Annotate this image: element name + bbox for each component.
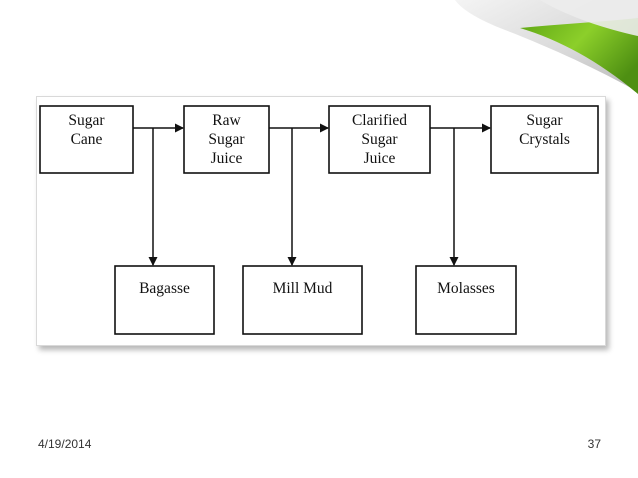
page-curl-decoration <box>455 0 638 94</box>
node-box <box>328 105 431 174</box>
node-box <box>415 265 517 335</box>
node-label-line: Sugar <box>208 131 245 148</box>
curl-highlight <box>540 0 638 36</box>
node-label-line: Cane <box>71 131 103 148</box>
green-ribbon <box>520 18 638 94</box>
node-label-line: Molasses <box>437 280 495 297</box>
node-label-line: Bagasse <box>139 280 190 297</box>
node-label-line: Clarified <box>352 112 407 129</box>
flow-nodes: SugarCaneRawSugarJuiceClarifiedSugarJuic… <box>39 105 599 335</box>
node-box <box>114 265 215 335</box>
footer-date: 4/19/2014 <box>38 437 92 451</box>
node-bagasse: Bagasse <box>114 265 215 335</box>
node-label-line: Mill Mud <box>273 280 333 297</box>
node-box <box>242 265 363 335</box>
node-molasses: Molasses <box>415 265 517 335</box>
node-box <box>39 105 134 174</box>
node-label-line: Juice <box>211 150 243 167</box>
sugar-process-flow-diagram: SugarCaneRawSugarJuiceClarifiedSugarJuic… <box>39 105 599 335</box>
node-mill-mud: Mill Mud <box>242 265 363 335</box>
node-label-line: Sugar <box>526 112 563 129</box>
node-label-line: Sugar <box>68 112 105 129</box>
node-box <box>490 105 599 174</box>
node-label-line: Crystals <box>519 131 570 148</box>
flow-edges <box>133 123 491 266</box>
node-label-line: Sugar <box>361 131 398 148</box>
footer-page-number: 37 <box>587 437 601 451</box>
node-label-line: Raw <box>212 112 241 129</box>
node-label-line: Juice <box>364 150 396 167</box>
node-box <box>183 105 270 174</box>
